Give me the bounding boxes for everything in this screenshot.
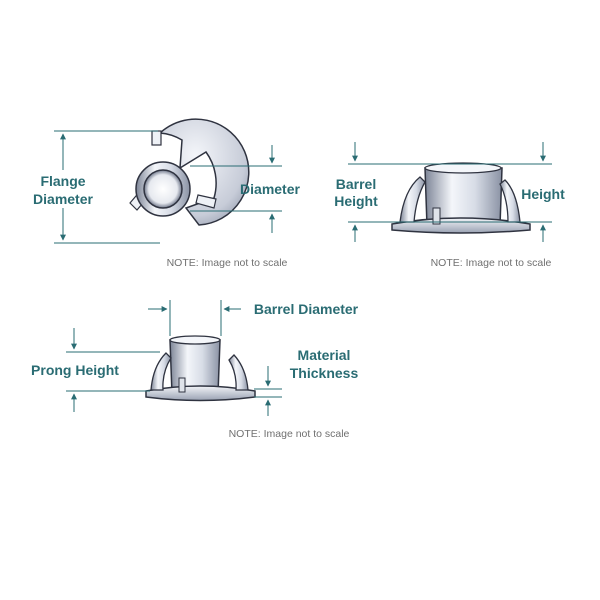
prong-left-bottom (150, 352, 172, 391)
height-label: Height (521, 186, 565, 202)
prong-front-bottom (178, 377, 186, 393)
top-right-note: NOTE: Image not to scale (431, 257, 552, 269)
material-label-line1: Material (298, 347, 351, 363)
flange-label-line1: Flange (40, 173, 85, 189)
prong-right (195, 194, 217, 209)
barrel-label-line1: Barrel (336, 176, 376, 192)
barrel-hole (143, 169, 183, 209)
material-label-line2: Thickness (290, 365, 359, 381)
barrel-diameter-dimension (148, 300, 241, 336)
prong-right-side (499, 179, 521, 223)
barrel-height-dimension (348, 142, 552, 242)
prong-right-bottom (228, 354, 249, 391)
prong-front-side (432, 207, 441, 225)
material-thickness-dimension (254, 366, 282, 416)
bottom-note: NOTE: Image not to scale (229, 428, 350, 440)
diameter-dimension (190, 145, 282, 233)
barrel-label-line2: Height (334, 193, 378, 209)
flange-disc-shape (158, 118, 250, 226)
prong-height-label: Prong Height (31, 362, 119, 378)
prong-top (151, 130, 162, 146)
barrel-top-bottom (169, 335, 221, 345)
top-view-tee-nut (129, 118, 250, 226)
prong-height-dimension (66, 328, 160, 412)
top-left-note: NOTE: Image not to scale (167, 257, 288, 269)
bottom-view-tee-nut (145, 335, 256, 402)
prong-left-side (399, 176, 426, 223)
barrel-diameter-label: Barrel Diameter (254, 301, 359, 317)
flange-label-line2: Diameter (33, 191, 93, 207)
barrel-top (424, 162, 502, 174)
diameter-label: Diameter (240, 181, 300, 197)
flange-diameter-dimension (54, 130, 160, 244)
side-view-tee-nut (391, 162, 531, 234)
